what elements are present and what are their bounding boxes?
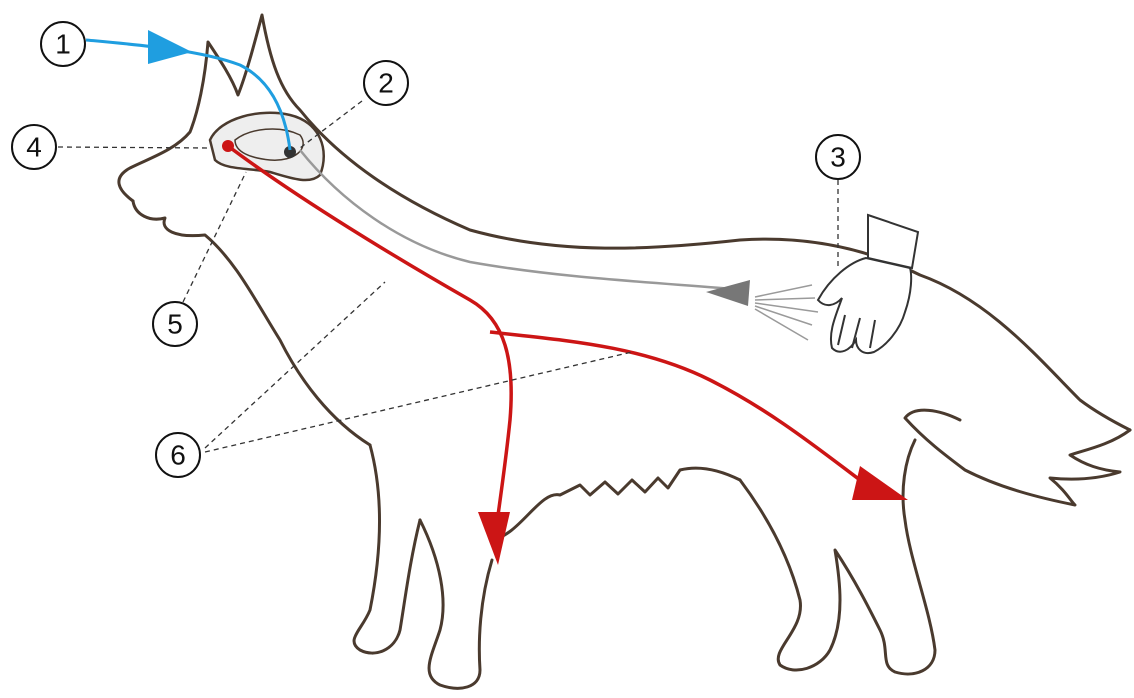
callout-3: 3 [816,135,860,179]
leader-lines [58,101,838,452]
svg-text:4: 4 [26,132,42,163]
touch-rays [755,285,818,340]
sensory-arrow-head [148,30,192,64]
callout-5: 5 [153,302,197,346]
callout-1: 1 [41,22,85,66]
hand-icon [818,215,918,353]
motor-pathways [228,146,908,565]
svg-text:2: 2 [378,68,394,99]
svg-text:1: 1 [55,29,71,60]
callout-2: 2 [364,61,408,105]
callout-6: 6 [156,433,200,477]
motor-arrow-hind-leg [852,466,908,500]
svg-text:3: 3 [830,142,846,173]
svg-text:6: 6 [170,440,186,471]
touch-arrow-head [706,280,750,306]
svg-text:5: 5 [167,309,183,340]
motor-arrow-front-leg [478,512,510,565]
callout-4: 4 [12,125,56,169]
